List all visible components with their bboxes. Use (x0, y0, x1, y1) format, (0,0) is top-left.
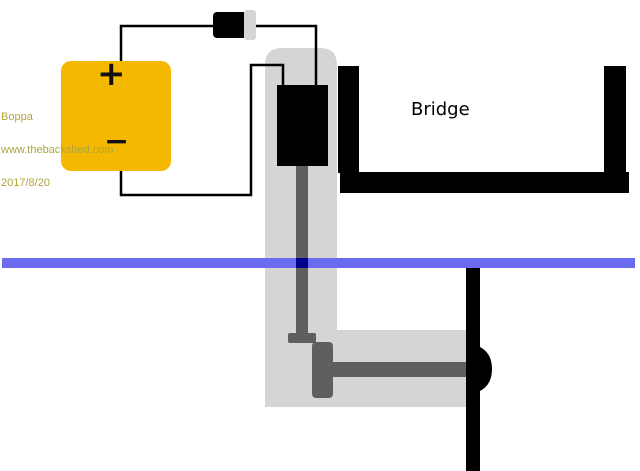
watermark: Boppa www.thebackshed.com 2017/8/20 (1, 90, 114, 200)
battery-positive-symbol: + (97, 54, 126, 94)
battery (61, 61, 171, 171)
battery-negative-symbol: − (104, 124, 130, 159)
wire-top (119, 24, 216, 61)
gate-post (466, 268, 480, 471)
bridge-label: Bridge (411, 99, 470, 120)
switch-box (277, 85, 328, 166)
watermark-site: www.thebackshed.com (1, 144, 114, 156)
wire-top-right (255, 24, 318, 86)
diode-body (213, 12, 247, 38)
watermark-author: Boppa (1, 111, 33, 123)
bridge-right-wall (604, 66, 626, 173)
horizontal-rod (330, 362, 470, 377)
rod-foot (288, 333, 316, 343)
bridge-deck (340, 172, 629, 193)
vertical-rod (296, 165, 308, 335)
lever-block (312, 342, 333, 398)
watermark-date: 2017/8/20 (1, 177, 50, 189)
gate-post-bulge (478, 346, 492, 392)
wire-bottom (119, 63, 285, 197)
diode-band (244, 10, 256, 40)
bridge-left-wall (338, 66, 359, 173)
rod-water-intersection (296, 258, 308, 268)
